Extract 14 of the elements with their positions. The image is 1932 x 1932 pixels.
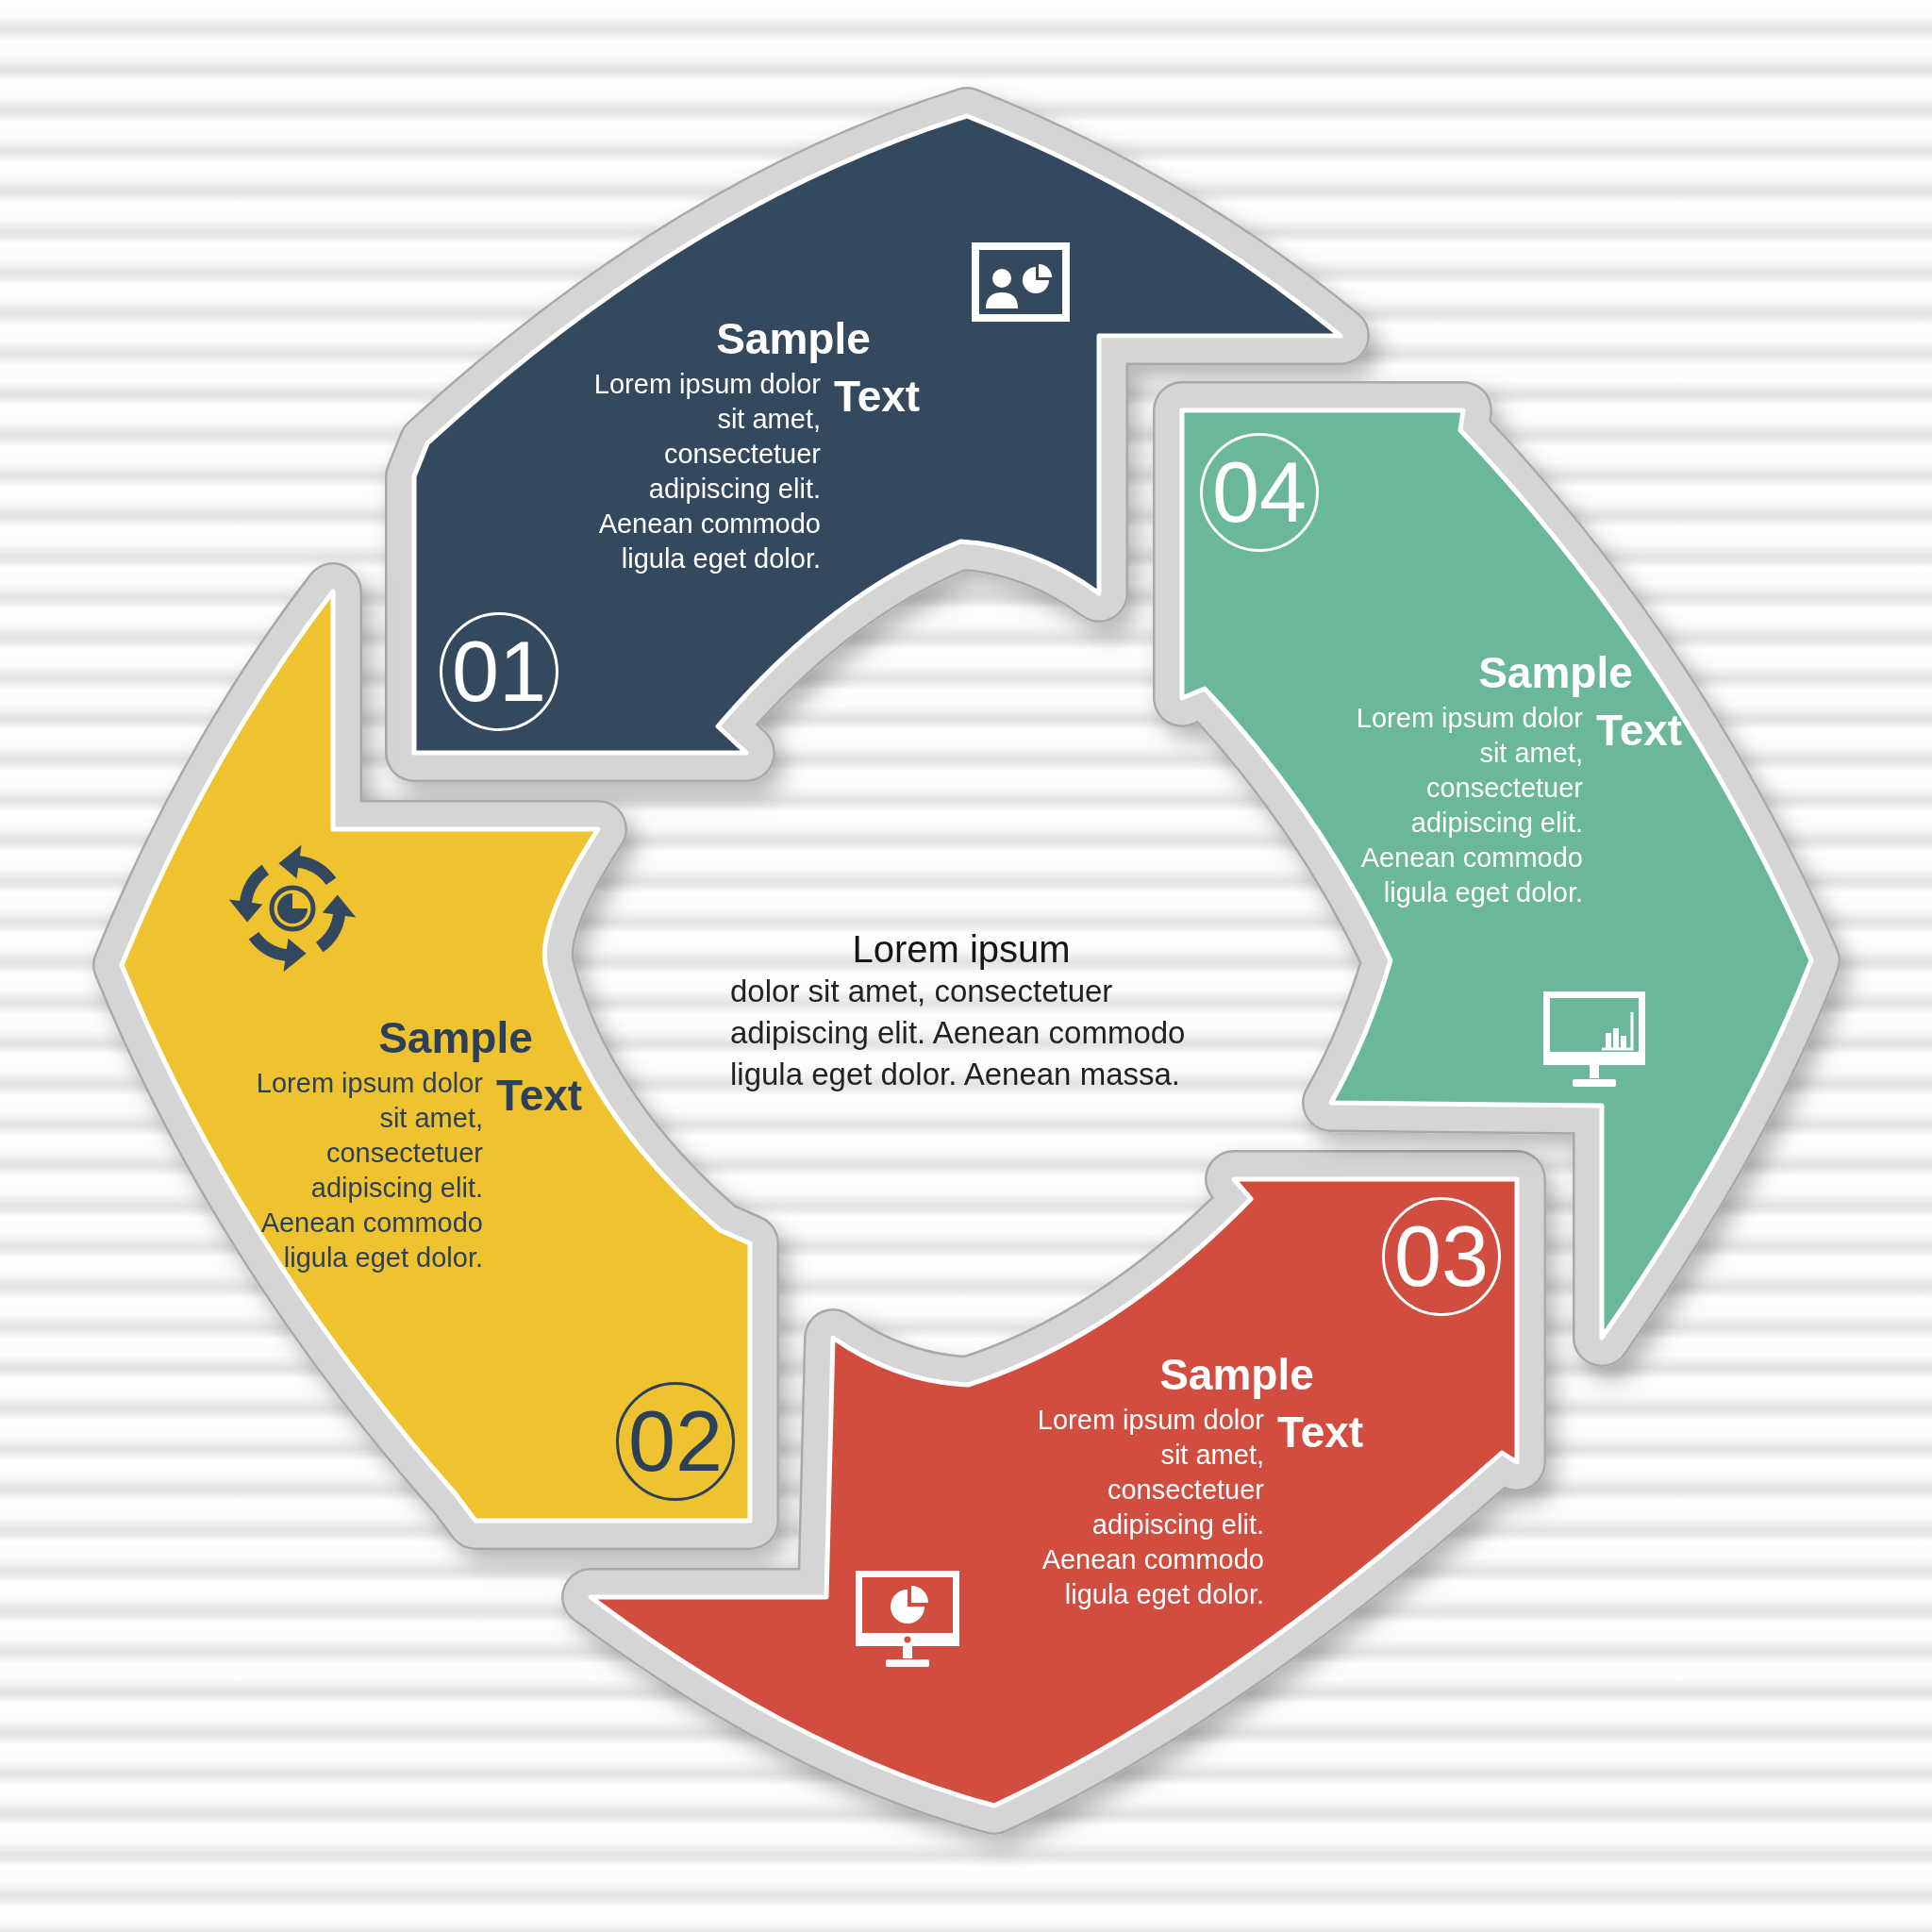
step-description: Lorem ipsum dolor sit amet, consectetuer adipiscing elit. Aenean commodo ligula eget dolor. — [255, 1066, 483, 1274]
step-title: Text — [834, 375, 921, 418]
step-title: Text — [1277, 1410, 1364, 1454]
step-description: Lorem ipsum dolor sit amet, consectetuer adipiscing elit. Aenean commodo ligula eget dolor. — [592, 367, 821, 575]
step-title: Text — [496, 1074, 583, 1117]
center-paragraph: dolor sit amet, consectetuer adipiscing elit. Aenean commodo ligula eget dolor. Aenean massa. — [730, 973, 1187, 1093]
center-heading: Lorem ipsum — [852, 930, 1071, 968]
step-number: 03 — [1382, 1197, 1501, 1316]
step-description: Lorem ipsum dolor sit amet, consectetuer adipiscing elit. Aenean commodo ligula eget dolor. — [1355, 701, 1583, 909]
step-description: Lorem ipsum dolor sit amet, consectetuer adipiscing elit. Aenean commodo ligula eget dolor. — [1036, 1403, 1264, 1611]
step-number: 02 — [616, 1382, 735, 1501]
step-title: Text — [1596, 708, 1683, 752]
step-number: 01 — [440, 612, 558, 731]
step-number: 04 — [1200, 433, 1319, 552]
